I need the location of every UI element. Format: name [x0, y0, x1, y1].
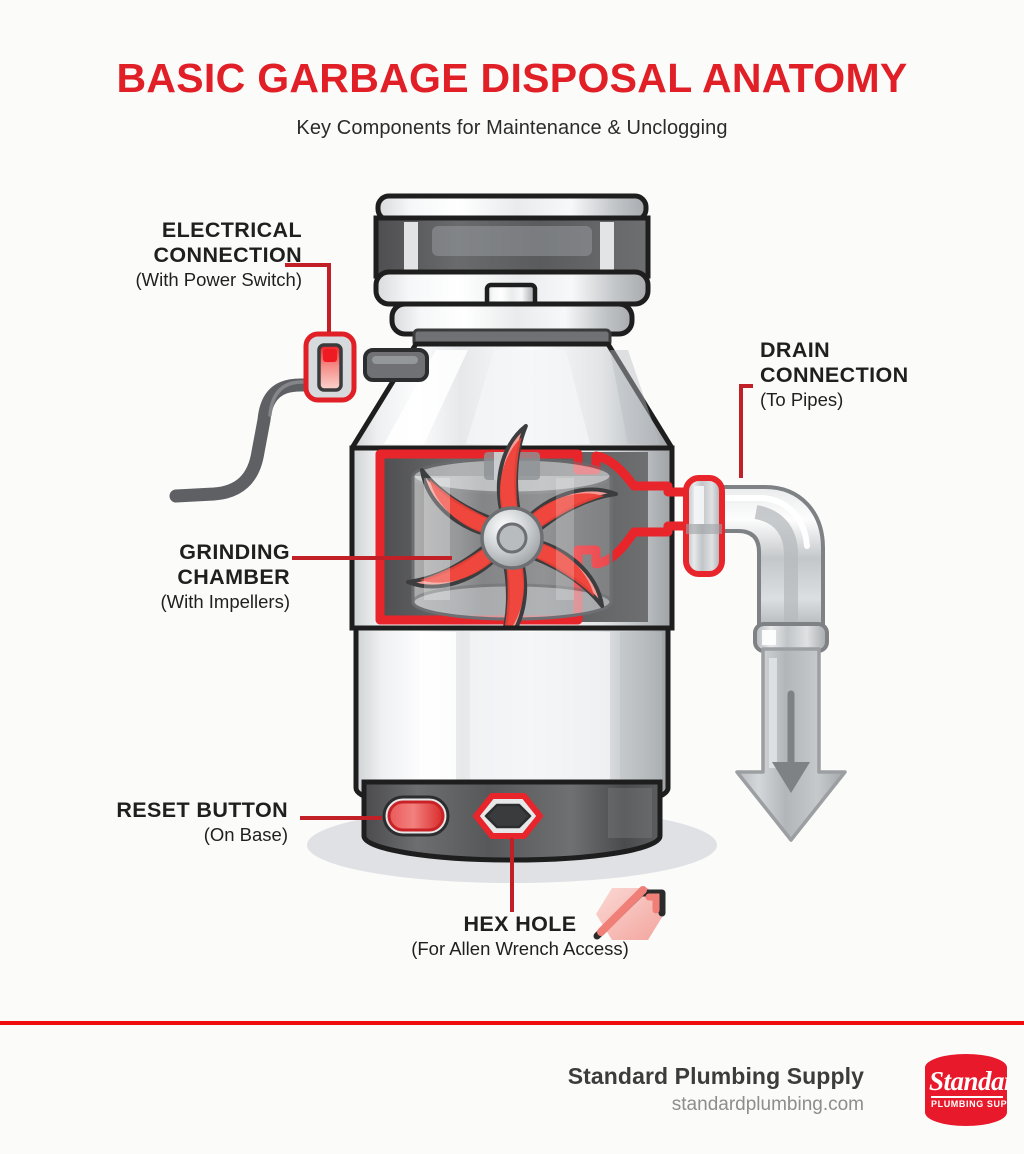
callout-hex-hole: HEX HOLE (For Allen Wrench Access)	[330, 912, 710, 961]
callout-electrical-connection: ELECTRICAL CONNECTION (With Power Switch…	[12, 218, 302, 292]
callout-grinding-sub: (With Impellers)	[160, 591, 290, 612]
company-logo: Standard PLUMBING SUPPLY	[925, 1054, 1007, 1126]
footer-text: Standard Plumbing Supply standardplumbin…	[568, 1062, 864, 1117]
page-title: BASIC GARBAGE DISPOSAL ANATOMY	[116, 55, 908, 101]
page-subtitle: Key Components for Maintenance & Unclogg…	[296, 117, 728, 139]
footer-brand-name: Standard Plumbing Supply	[567, 1063, 864, 1089]
callout-drain-connection: DRAIN CONNECTION (To Pipes)	[760, 338, 1010, 412]
hex-socket[interactable]	[473, 793, 543, 839]
base-band	[361, 779, 663, 863]
callout-reset-heading-1: RESET BUTTON	[116, 798, 288, 822]
drain-outlet-flange	[683, 475, 725, 577]
callout-grinding-heading-2: CHAMBER	[177, 565, 290, 589]
callout-drain-sub: (To Pipes)	[760, 389, 844, 410]
callout-drain-heading-2: CONNECTION	[760, 363, 909, 387]
lower-body	[353, 625, 671, 817]
logo-rule	[931, 1096, 1003, 1098]
power-switch-box[interactable]	[303, 331, 429, 403]
footer: Standard Plumbing Supply standardplumbin…	[0, 1030, 1024, 1154]
reset-button[interactable]	[382, 795, 450, 837]
logo-script-text: Standard	[929, 1066, 1007, 1096]
footer-divider	[0, 1021, 1024, 1025]
logo-tagline: PLUMBING SUPPLY	[931, 1099, 1007, 1109]
callout-hex-heading-1: HEX HOLE	[463, 912, 577, 936]
sink-flange-mount	[373, 193, 651, 348]
impeller-wheel	[406, 423, 618, 653]
leader-drain	[739, 384, 753, 478]
callout-reset-button: RESET BUTTON (On Base)	[18, 798, 288, 847]
hopper-taper	[349, 341, 675, 451]
callout-grinding-chamber: GRINDING CHAMBER (With Impellers)	[20, 540, 290, 614]
footer-website[interactable]: standardplumbing.com	[671, 1094, 864, 1115]
drain-elbow-pipe	[698, 485, 847, 842]
callout-drain-heading-1: DRAIN	[760, 338, 831, 362]
leader-lines	[285, 263, 753, 912]
allen-wrench-icon	[593, 886, 666, 940]
callout-electrical-heading-2: CONNECTION	[153, 243, 302, 267]
callout-electrical-heading-1: ELECTRICAL	[161, 218, 302, 242]
callout-reset-sub: (On Base)	[203, 824, 288, 845]
leader-electrical	[285, 263, 331, 332]
grinding-chamber-cutaway	[349, 423, 705, 653]
callout-electrical-sub: (With Power Switch)	[135, 269, 302, 290]
callout-hex-sub: (For Allen Wrench Access)	[411, 938, 629, 959]
power-cable	[169, 378, 329, 503]
header: BASIC GARBAGE DISPOSAL ANATOMY Key Compo…	[0, 0, 1024, 140]
callout-grinding-heading-1: GRINDING	[179, 540, 290, 564]
